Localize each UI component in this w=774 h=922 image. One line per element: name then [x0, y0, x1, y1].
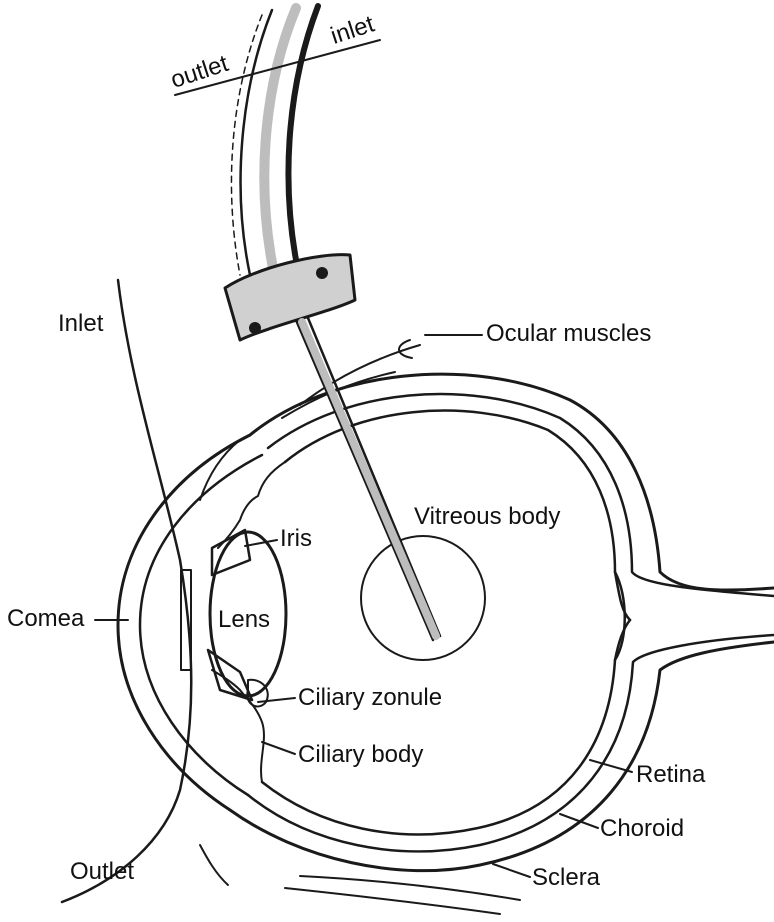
clamp-hole-right: [316, 267, 328, 279]
sclera-outline: [250, 374, 774, 590]
probe-shaft-left: [296, 320, 433, 640]
vitreous-body-label: Vitreous body: [414, 505, 560, 529]
ocular-muscles-label: Ocular muscles: [486, 322, 651, 346]
cornea-label: Comea: [7, 607, 84, 631]
ciliary-body-label: Ciliary body: [298, 743, 423, 767]
probe-shaft-right: [308, 318, 440, 636]
arrow-sclera: [493, 864, 530, 877]
ciliary-zonule-label: Ciliary zonule: [298, 686, 442, 710]
ocular-muscle-lower-1: [300, 876, 520, 900]
inlet-label: Inlet: [58, 312, 103, 336]
arrow-ciliary-zonule: [258, 698, 295, 702]
sclera-label: Sclera: [532, 866, 600, 890]
lens-label: Lens: [218, 608, 270, 632]
catheter-tube-outer-right: [288, 6, 318, 280]
catheter-clamp: [225, 255, 355, 340]
choroid-label: Choroid: [600, 817, 684, 841]
ocular-muscle-side-2: [200, 845, 228, 885]
outlet-label: Outlet: [70, 860, 134, 884]
arrow-choroid: [560, 814, 598, 828]
arrow-iris: [245, 540, 277, 546]
iris-label: Iris: [280, 527, 312, 551]
retina-lower: [262, 620, 630, 834]
retina-label: Retina: [636, 763, 705, 787]
clamp-hole-left: [249, 322, 261, 334]
arrow-retina: [590, 760, 632, 772]
inlet-tube: [62, 280, 191, 902]
probe-shaft-fill: [302, 322, 436, 636]
arrow-ciliary-body: [262, 742, 295, 754]
